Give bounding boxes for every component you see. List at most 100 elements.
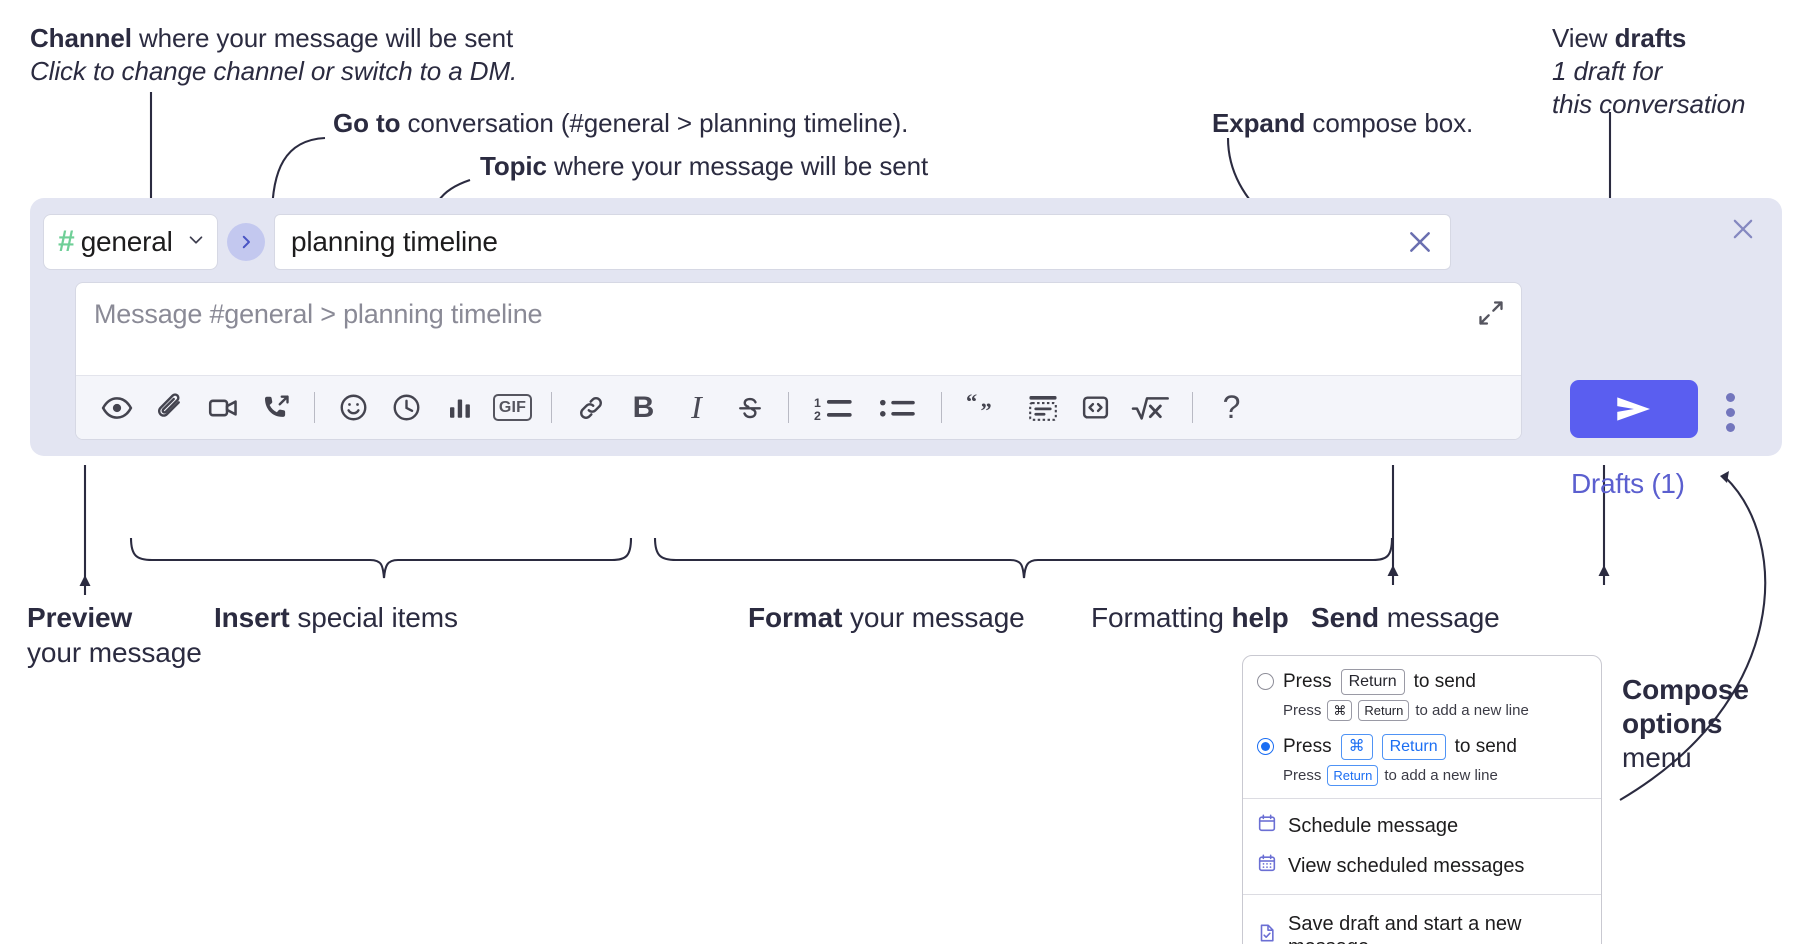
menu-item-schedule-message[interactable]: Schedule message	[1243, 803, 1601, 846]
italic-label: I	[691, 389, 702, 425]
inline-code-icon[interactable]	[1069, 383, 1122, 433]
annotation-channel: Channel where your message will be sent …	[30, 22, 517, 88]
emoji-icon[interactable]	[327, 383, 380, 433]
annotation-send-bold: Send	[1311, 602, 1380, 633]
annotation-channel-italic: Click to change channel or switch to a D…	[30, 55, 518, 86]
send-option-cmd-return[interactable]: Press ⌘ Return to send Press Return to a…	[1243, 725, 1601, 798]
help-icon[interactable]: ?	[1205, 383, 1258, 433]
send-option-return-suffix: to send	[1413, 670, 1476, 692]
annotation-expand-rest: compose box.	[1305, 108, 1474, 138]
chevron-down-icon	[185, 229, 207, 256]
bold-icon[interactable]: B	[617, 383, 670, 433]
menu-divider	[1243, 798, 1601, 800]
svg-text:”: ”	[981, 398, 992, 423]
key-command: ⌘	[1327, 699, 1353, 722]
annotation-send-rest: message	[1379, 602, 1500, 633]
brace-insert	[129, 537, 633, 579]
radio-cmd-return[interactable]	[1257, 738, 1274, 756]
annotation-compose-options-line1: Compose	[1622, 674, 1749, 705]
annotation-channel-rest: where your message will be sent	[131, 23, 514, 53]
blockquote-icon[interactable]: “ ”	[954, 383, 1016, 433]
compose-header-row: # general planning timeline	[43, 214, 1451, 270]
drafts-link[interactable]: Drafts (1)	[1571, 468, 1685, 499]
send-option-cmd-return-row[interactable]: Press ⌘ Return to send	[1257, 734, 1587, 760]
annotation-format-bold: Format	[748, 602, 843, 633]
preview-icon[interactable]	[90, 383, 143, 433]
annotation-topic-rest: where your message will be sent	[546, 151, 929, 181]
toolbar-separator	[1192, 392, 1193, 423]
annotation-drafts: View drafts 1 draft for this conversatio…	[1552, 22, 1746, 120]
annotation-drafts-line1: 1 draft for	[1552, 55, 1663, 86]
menu-item-view-scheduled[interactable]: View scheduled messages	[1243, 846, 1601, 886]
gif-label: GIF	[492, 394, 533, 421]
menu-item-save-draft[interactable]: Save draft and start a new message	[1243, 903, 1601, 944]
math-icon[interactable]	[1122, 383, 1180, 433]
message-editor[interactable]: Message #general > planning timeline	[75, 282, 1522, 440]
annotation-help: Formatting help	[1091, 600, 1289, 635]
annotation-send: Send message	[1311, 600, 1500, 635]
annotation-preview: Preview your message	[27, 600, 202, 671]
compose-options-button[interactable]	[1718, 390, 1742, 434]
send-option-cmd-press: Press	[1283, 735, 1332, 757]
ordered-list-icon[interactable]: 1 2	[801, 383, 867, 433]
clock-icon[interactable]	[380, 383, 433, 433]
calendar-icon	[1257, 813, 1277, 839]
annotation-compose-options-line3: menu	[1622, 741, 1692, 773]
link-icon[interactable]	[564, 383, 617, 433]
channel-name: general	[80, 226, 173, 257]
send-button[interactable]	[1570, 380, 1698, 438]
code-block-icon[interactable]	[1016, 383, 1069, 433]
toolbar-separator	[788, 392, 789, 423]
menu-item-view-scheduled-label: View scheduled messages	[1288, 854, 1525, 877]
radio-return[interactable]	[1257, 673, 1274, 691]
video-icon[interactable]	[196, 383, 249, 433]
channel-selector[interactable]: # general	[43, 214, 218, 270]
hint-press: Press	[1283, 701, 1322, 719]
annotation-help-bold: help	[1231, 602, 1289, 633]
send-option-cmd-hint: Press Return to add a new line	[1283, 764, 1587, 787]
hint-suffix: to add a new line	[1415, 701, 1529, 719]
topic-input[interactable]: planning timeline	[274, 214, 1451, 270]
send-option-return-row[interactable]: Press Return to send	[1257, 669, 1587, 695]
calendar-list-icon	[1257, 853, 1277, 879]
compose-options-menu: Press Return to send Press ⌘ Return to a…	[1242, 655, 1602, 944]
help-label: ?	[1222, 389, 1241, 425]
annotation-expand-bold: Expand	[1212, 108, 1306, 138]
close-icon[interactable]	[1726, 212, 1760, 246]
brace-format	[653, 537, 1394, 579]
send-option-return[interactable]: Press Return to send Press ⌘ Return to a…	[1243, 656, 1601, 725]
go-to-conversation-button[interactable]	[227, 223, 265, 261]
message-placeholder: Message #general > planning timeline	[94, 299, 543, 329]
annotation-drafts-lead: View	[1552, 23, 1615, 53]
audio-call-icon[interactable]	[249, 383, 302, 433]
hash-icon: #	[58, 225, 75, 258]
annotation-help-lead: Formatting	[1091, 602, 1232, 633]
save-draft-icon	[1257, 923, 1277, 944]
strikethrough-icon[interactable]	[723, 383, 776, 433]
svg-text:2: 2	[814, 408, 821, 422]
clear-topic-icon[interactable]	[1404, 226, 1436, 258]
annotation-preview-bold: Preview	[27, 602, 133, 633]
expand-icon[interactable]	[1477, 299, 1505, 327]
send-option-return-press: Press	[1283, 670, 1332, 692]
key-command-selected: ⌘	[1340, 734, 1373, 760]
annotation-insert-bold: Insert	[214, 602, 290, 633]
send-icon	[1617, 397, 1650, 421]
bulleted-list-icon[interactable]	[867, 383, 929, 433]
annotation-insert: Insert special items	[214, 600, 458, 635]
menu-item-schedule-message-label: Schedule message	[1288, 814, 1459, 837]
formatting-toolbar: GIF B I	[76, 375, 1521, 439]
attachment-icon[interactable]	[143, 383, 196, 433]
hint2-press: Press	[1283, 767, 1322, 784]
annotation-channel-bold: Channel	[30, 23, 132, 53]
annotation-goto-rest: conversation (#general > planning timeli…	[400, 108, 909, 138]
annotation-format: Format your message	[748, 600, 1025, 635]
annotation-compose-options-line2: options	[1622, 707, 1723, 739]
menu-divider	[1243, 894, 1601, 896]
annotation-preview-line2: your message	[27, 637, 202, 669]
annotation-goto-bold: Go to	[333, 108, 401, 138]
gif-icon[interactable]: GIF	[486, 383, 539, 433]
italic-icon[interactable]: I	[670, 383, 723, 433]
poll-icon[interactable]	[433, 383, 486, 433]
send-option-cmd-suffix: to send	[1454, 735, 1517, 757]
